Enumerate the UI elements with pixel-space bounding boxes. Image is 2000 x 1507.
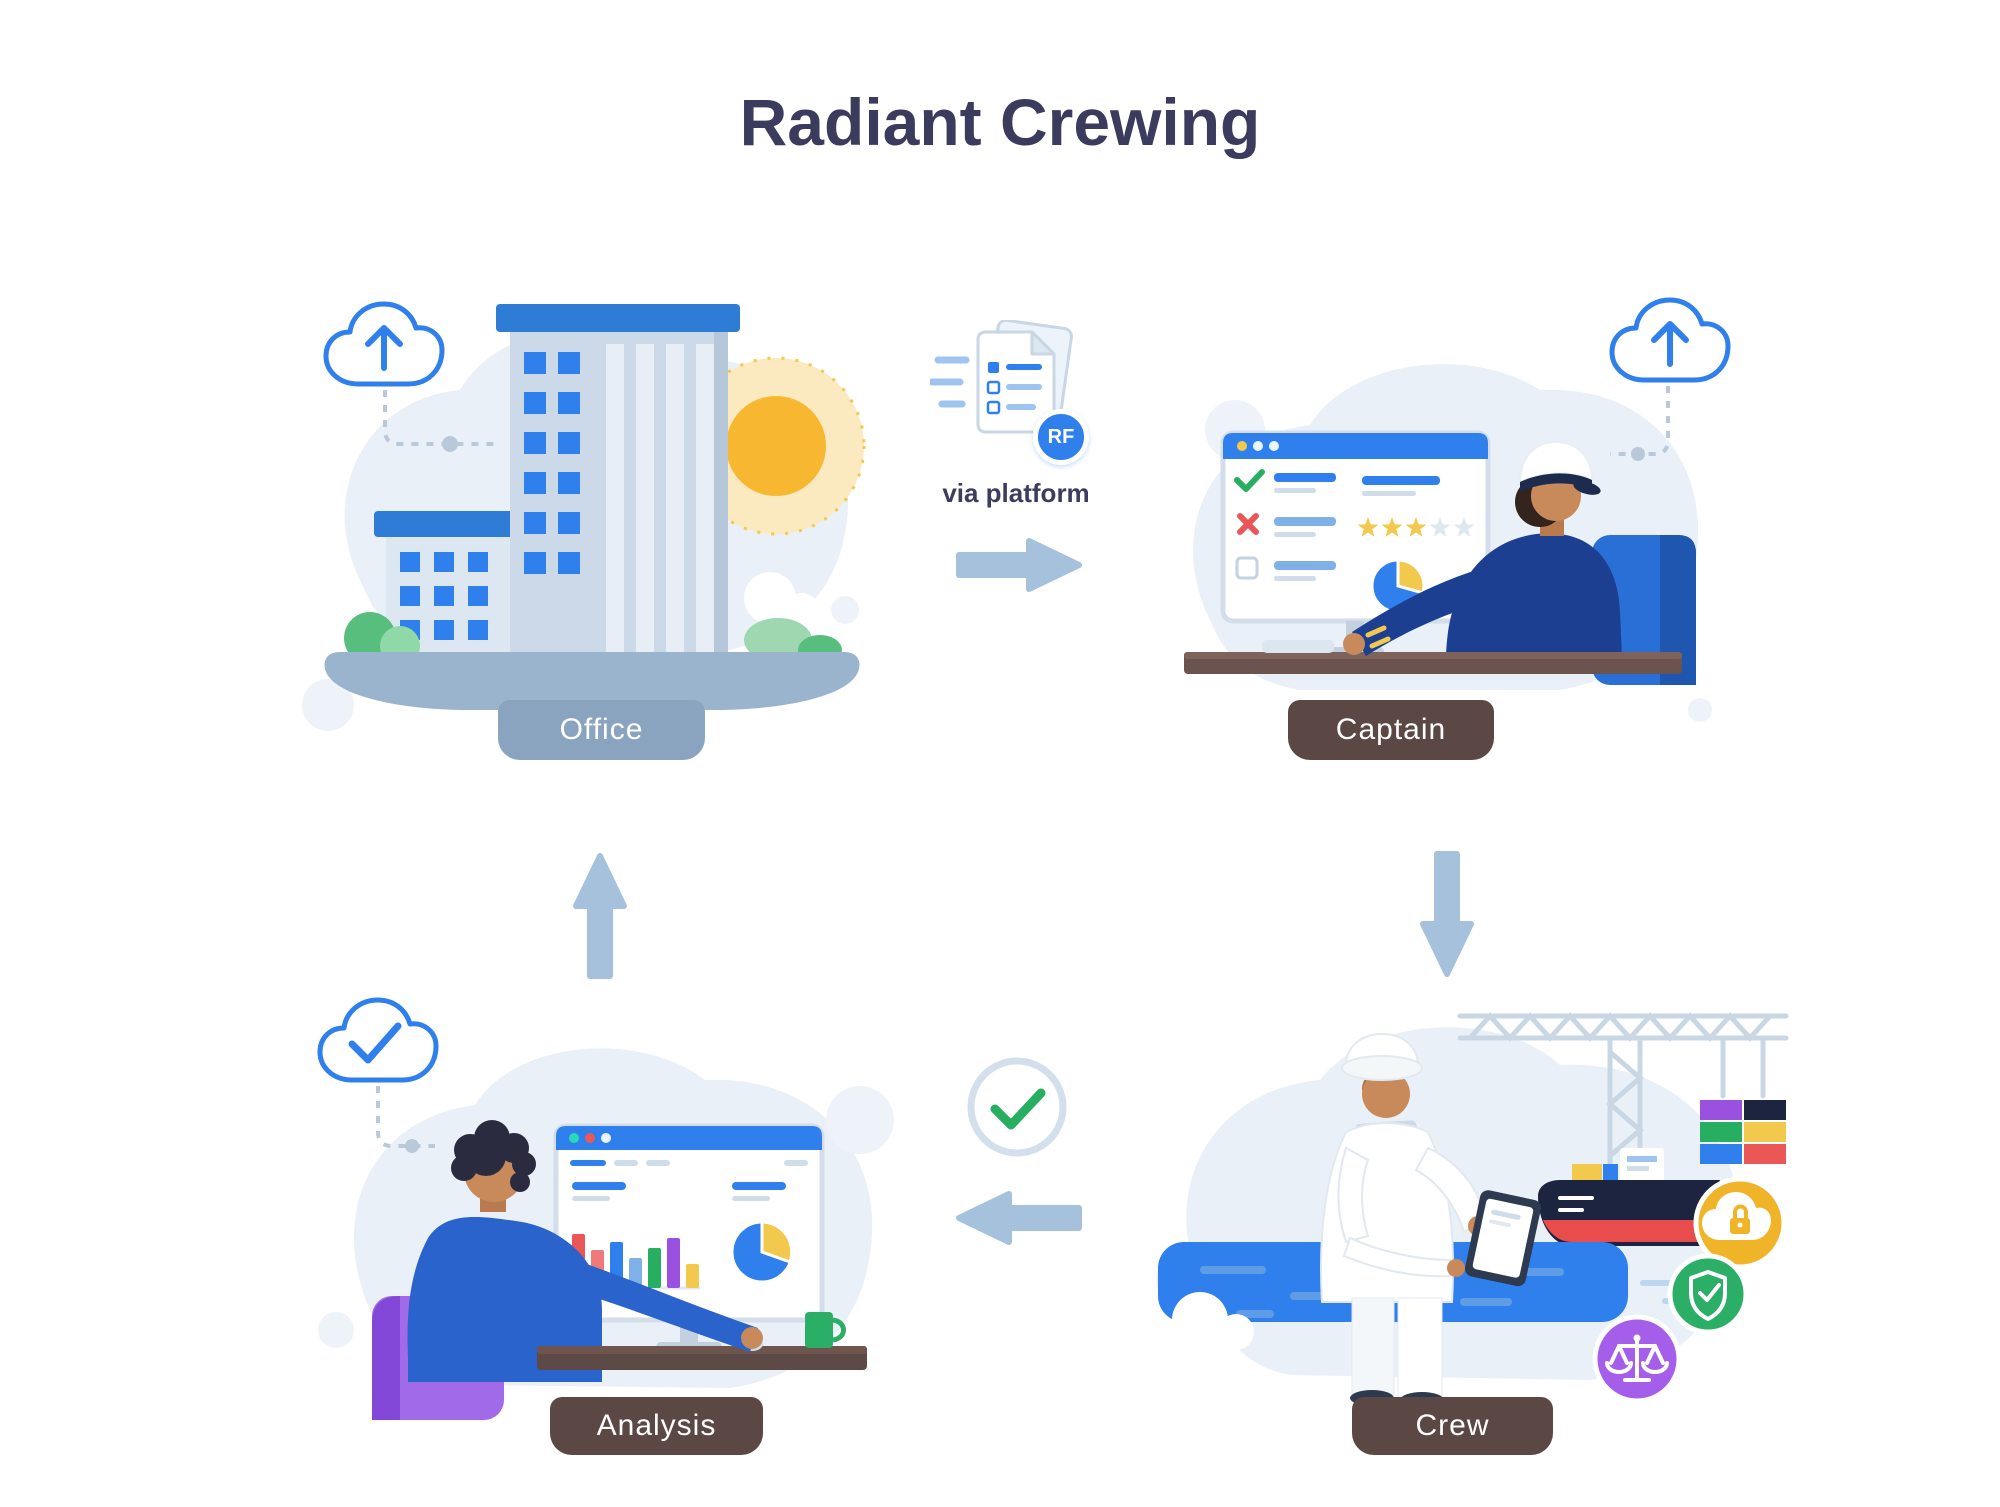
sailor-figure xyxy=(1320,1032,1541,1408)
analysis-illustration xyxy=(317,997,894,1420)
captain-monitor xyxy=(1220,430,1491,624)
dashed-connector xyxy=(1610,386,1670,456)
containers xyxy=(1700,1100,1786,1164)
arrow-office-to-captain xyxy=(955,533,1085,602)
node-office: Office xyxy=(300,280,880,780)
node-crew: Crew xyxy=(1140,980,1790,1480)
keyboard xyxy=(1262,640,1334,653)
rf-badge: RF xyxy=(1033,409,1089,465)
check-circle-icon xyxy=(962,1052,1072,1162)
arrow-analysis-to-office xyxy=(568,850,632,985)
scales-icon xyxy=(1592,1314,1682,1404)
cloud-check-icon xyxy=(317,997,439,1083)
tablet xyxy=(1464,1190,1541,1287)
bushes xyxy=(344,612,842,666)
curly-hair xyxy=(451,1120,536,1192)
desk xyxy=(1184,652,1682,674)
star-rating xyxy=(1357,517,1475,537)
dashed-connector xyxy=(376,1086,435,1148)
cloud-upload-icon xyxy=(1609,297,1731,383)
via-platform-label: via platform xyxy=(942,478,1090,508)
cloud-upload-icon xyxy=(323,301,445,387)
shield-check-icon xyxy=(1667,1253,1749,1335)
documents-icon xyxy=(928,318,1110,470)
crew-illustration xyxy=(1156,1012,1789,1408)
crane xyxy=(1457,1012,1789,1178)
captain-illustration xyxy=(1184,297,1731,722)
tall-building xyxy=(496,304,740,660)
pie-chart xyxy=(730,1220,794,1284)
node-analysis: Analysis xyxy=(300,980,920,1490)
analysis-label: Analysis xyxy=(550,1397,763,1455)
desk xyxy=(537,1346,867,1370)
page-title: Radiant Crewing xyxy=(739,85,1261,159)
platform xyxy=(324,652,860,710)
office-label: Office xyxy=(498,700,705,760)
sun-icon xyxy=(686,356,866,536)
motion-lines xyxy=(928,356,970,408)
office-illustration xyxy=(302,301,866,731)
mug xyxy=(805,1312,846,1348)
cargo-ship xyxy=(1538,1148,1720,1246)
crew-label: Crew xyxy=(1352,1397,1553,1455)
node-captain: Captain xyxy=(1140,290,1740,780)
cloud-lock-icon xyxy=(1693,1176,1787,1270)
captain-figure xyxy=(1446,440,1622,656)
analysis-monitor xyxy=(553,1123,825,1323)
dashed-connector xyxy=(383,390,500,446)
arrow-crew-to-analysis xyxy=(953,1186,1083,1255)
arrow-captain-to-crew xyxy=(1415,850,1479,985)
captain-label: Captain xyxy=(1288,700,1494,760)
